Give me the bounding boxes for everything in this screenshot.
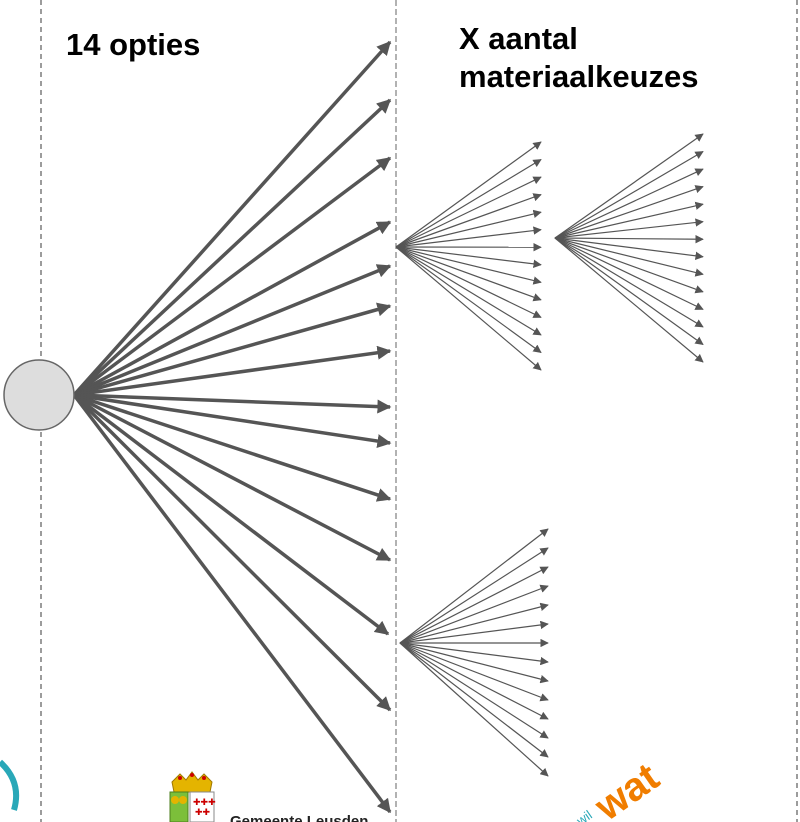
option-arrow (73, 393, 392, 414)
option-arrows (72, 40, 392, 814)
material-arrow (554, 168, 704, 239)
material-arrow (395, 141, 542, 248)
material-arrow (554, 237, 704, 345)
municipality-crest-logo: ✚✚✚ ✚✚ (169, 771, 216, 822)
material-arrow (399, 620, 549, 644)
option-arrow (73, 393, 392, 562)
option-arrow (73, 302, 392, 397)
material-arrow (399, 528, 549, 644)
svg-text:✚✚: ✚✚ (195, 808, 211, 818)
options-heading: 14 opties (66, 27, 201, 62)
material-arrow (395, 193, 542, 248)
material-arrow (399, 642, 549, 777)
water-logo-small-text: wil (573, 807, 595, 822)
material-arrow (554, 237, 704, 363)
option-arrow (72, 393, 392, 712)
partial-logo-arc (0, 759, 20, 811)
material-arrow (554, 237, 704, 310)
option-arrow (73, 393, 392, 502)
material-arrow (395, 209, 542, 248)
material-arrow (554, 218, 704, 239)
material-arrow (395, 246, 542, 353)
option-arrow (72, 98, 392, 397)
material-arrow (554, 237, 704, 260)
material-arrow (554, 133, 704, 239)
material-arrow (399, 642, 549, 720)
material-arrow (554, 185, 704, 239)
material-arrow (399, 642, 549, 666)
option-arrow (72, 156, 392, 397)
material-arrow (395, 176, 542, 248)
material-arrow (399, 566, 549, 644)
water-logo: wil wat (573, 755, 667, 822)
materials-heading: X aantal materiaalkeuzes (459, 20, 699, 96)
materials-heading-line2: materiaalkeuzes (459, 59, 699, 94)
svg-text:✚✚✚: ✚✚✚ (193, 798, 216, 808)
option-arrow (73, 220, 392, 397)
option-arrow (73, 264, 392, 397)
material-fans (395, 133, 704, 777)
material-arrow (399, 642, 549, 758)
material-arrow (399, 642, 549, 702)
material-arrow (395, 246, 542, 285)
material-arrow (399, 642, 549, 739)
option-arrow (73, 393, 392, 449)
material-arrow (399, 547, 549, 644)
material-arrow (399, 584, 549, 644)
material-arrow (395, 226, 542, 248)
material-arrow (395, 246, 542, 269)
material-arrow (395, 246, 542, 318)
root-node (3, 359, 75, 431)
option-arrow (73, 345, 392, 397)
material-arrow (399, 642, 549, 684)
material-arrow (395, 246, 542, 336)
material-arrow (554, 237, 704, 328)
option-arrow (72, 393, 392, 814)
material-arrow (395, 246, 542, 302)
material-arrow (554, 237, 704, 294)
material-arrow (554, 201, 704, 239)
option-arrow (72, 40, 392, 397)
option-arrow (72, 393, 390, 636)
water-logo-text: wat (586, 755, 667, 822)
municipality-name: Gemeente Leusden (230, 813, 368, 822)
material-arrow (554, 151, 704, 239)
material-arrow (395, 159, 542, 248)
material-arrow (554, 237, 704, 277)
material-arrow (395, 246, 542, 371)
materials-heading-line1: X aantal (459, 21, 578, 56)
material-arrow (399, 602, 549, 644)
material-arrow (554, 234, 704, 244)
